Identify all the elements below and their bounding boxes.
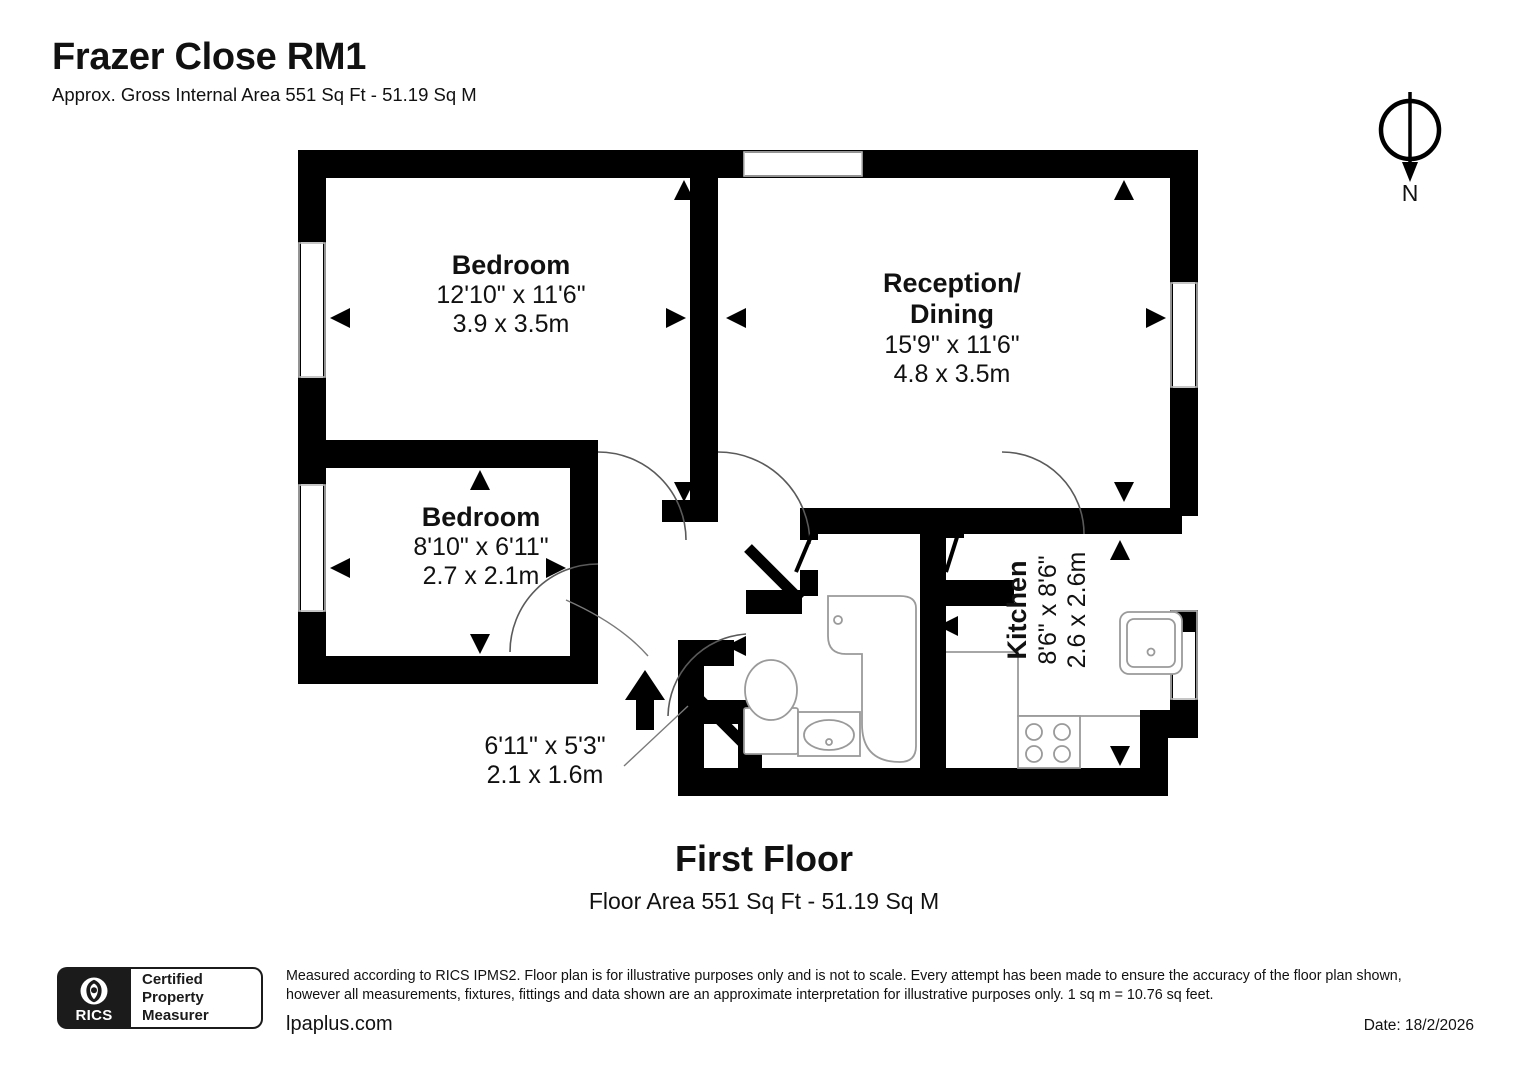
room-name: Bedroom bbox=[421, 502, 541, 532]
rics-cert-text: Certified Property Measurer bbox=[131, 967, 263, 1029]
compass: N bbox=[1368, 92, 1452, 212]
plan-date: Date: 18/2/2026 bbox=[1363, 1017, 1474, 1034]
website-link[interactable]: lpaplus.com bbox=[286, 1013, 393, 1035]
floor-name: First Floor bbox=[675, 838, 853, 879]
page-subtitle: Approx. Gross Internal Area 551 Sq Ft - … bbox=[52, 83, 477, 105]
room-label-bedroom2: Bedroom 8'10" x 6'11" 2.7 x 2.1m bbox=[336, 502, 626, 591]
bath-icon bbox=[827, 595, 917, 763]
room-label-bathroom: 6'11" x 5'3" 2.1 x 1.6m bbox=[424, 732, 666, 790]
room-name: Kitchen bbox=[1002, 560, 1033, 660]
room-dim-imperial: 8'10" x 6'11" bbox=[413, 533, 549, 562]
room-dim-imperial: 8'6" x 8'6" bbox=[1033, 555, 1062, 665]
rics-wordmark: RICS bbox=[75, 1007, 113, 1024]
room-dim-metric: 3.9 x 3.5m bbox=[452, 310, 570, 339]
room-label-bedroom1: Bedroom 12'10" x 11'6" 3.9 x 3.5m bbox=[330, 250, 692, 339]
room-dim-metric: 2.1 x 1.6m bbox=[486, 761, 604, 789]
rics-certified-badge: RICS Certified Property Measurer bbox=[57, 967, 263, 1029]
cert-line-1: Certified bbox=[142, 970, 203, 988]
room-dim-metric: 4.8 x 3.5m bbox=[893, 359, 1011, 388]
rics-lion-icon bbox=[80, 977, 108, 1005]
door-leaves bbox=[686, 544, 804, 746]
hob-icon bbox=[1017, 715, 1081, 769]
room-dim-imperial: 12'10" x 11'6" bbox=[436, 281, 586, 310]
disclaimer-text: Measured according to RICS IPMS2. Floor … bbox=[286, 967, 1476, 1005]
disclaimer-line-2: however all measurements, fixtures, fitt… bbox=[286, 987, 1214, 1003]
floor-area: Floor Area 551 Sq Ft - 51.19 Sq M bbox=[588, 888, 940, 914]
room-label-reception-dining: Reception/ Dining 15'9" x 11'6" 4.8 x 3.… bbox=[822, 268, 1082, 389]
compass-north-label: N bbox=[1401, 180, 1419, 206]
page-footer: RICS Certified Property Measurer Measure… bbox=[0, 955, 1528, 1065]
page-header: Frazer Close RM1 Approx. Gross Internal … bbox=[52, 36, 477, 106]
room-name: Bedroom bbox=[451, 250, 571, 280]
rics-logo-block: RICS bbox=[57, 967, 131, 1029]
basin-icon bbox=[797, 711, 861, 757]
cert-line-2: Property bbox=[142, 988, 204, 1006]
page-title: Frazer Close RM1 bbox=[52, 36, 367, 78]
room-dim-metric: 2.7 x 2.1m bbox=[422, 562, 540, 591]
room-label-kitchen: Kitchen 8'6" x 8'6" 2.6 x 2.6m bbox=[937, 500, 1157, 720]
floor-title-block: First Floor Floor Area 551 Sq Ft - 51.19… bbox=[0, 838, 1528, 915]
bathroom-fixtures bbox=[743, 595, 917, 763]
room-dim-metric: 2.6 x 2.6m bbox=[1062, 551, 1091, 669]
room-dim-imperial: 15'9" x 11'6" bbox=[884, 330, 1020, 359]
door-leaves-thin bbox=[794, 533, 960, 573]
room-name: Reception/ Dining bbox=[882, 268, 1022, 330]
toilet-icon bbox=[743, 659, 799, 755]
cert-line-3: Measurer bbox=[142, 1007, 209, 1025]
compass-north-icon bbox=[1378, 92, 1442, 182]
disclaimer-line-1: Measured according to RICS IPMS2. Floor … bbox=[286, 968, 1402, 984]
room-dim-imperial: 6'11" x 5'3" bbox=[484, 732, 606, 760]
